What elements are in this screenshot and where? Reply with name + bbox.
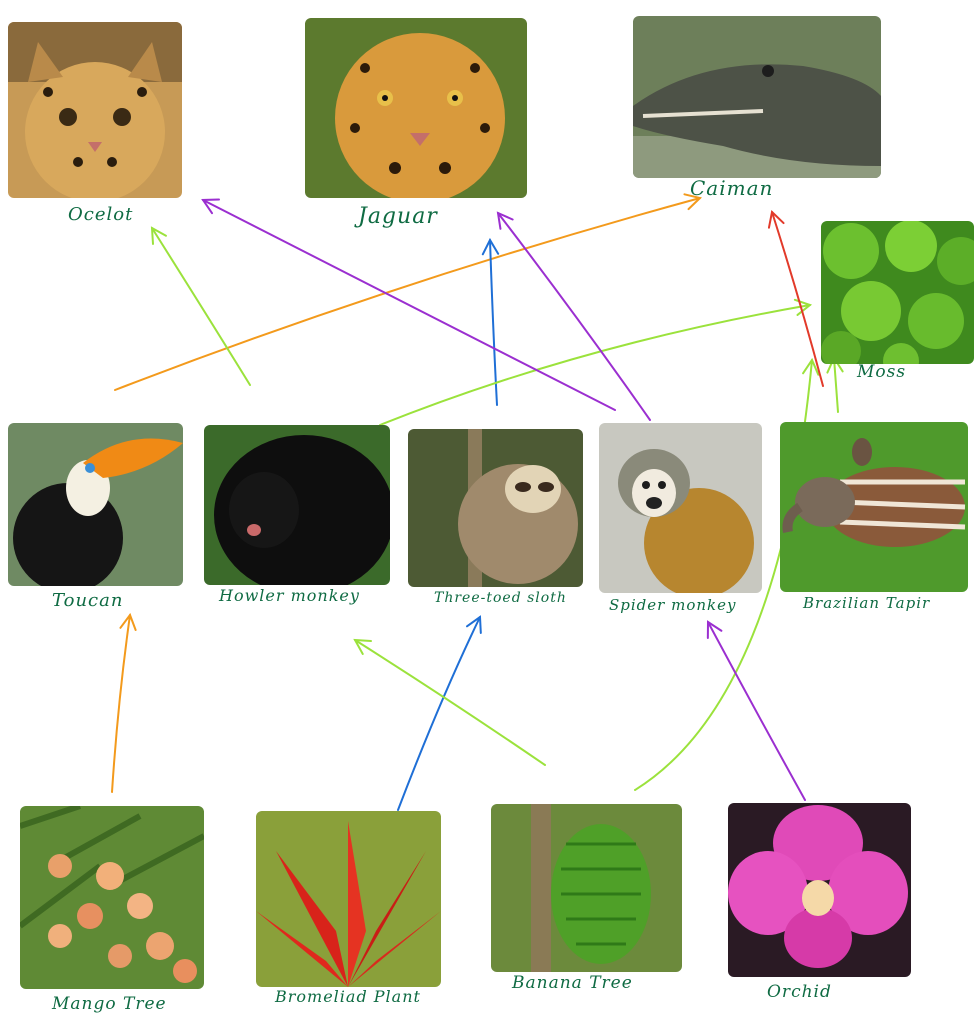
spider-monkey-label: Spider monkey <box>609 596 737 614</box>
arrowhead-howler-to-ocelot <box>150 226 167 245</box>
howler-monkey-photo <box>204 425 390 585</box>
ocelot-photo <box>8 22 182 198</box>
arrow-toucan-to-caiman <box>114 197 701 391</box>
bromeliad-photo <box>256 811 441 987</box>
arrowhead-moss-to-caiman <box>767 210 785 229</box>
arrow-moss-to-caiman <box>771 211 824 387</box>
jaguar-label: Jaguar <box>358 204 438 229</box>
mango-tree-photo <box>20 806 204 989</box>
spider-monkey-photo <box>599 423 762 593</box>
banana-tree-label: Banana Tree <box>512 973 633 993</box>
sloth-photo <box>408 429 583 587</box>
arrow-spider-to-ocelot <box>202 199 616 411</box>
arrowhead-spider-to-jaguar <box>496 211 514 230</box>
arrow-howler-to-ocelot <box>151 227 251 386</box>
orchid-photo <box>728 803 911 977</box>
mango-tree-label: Mango Tree <box>52 994 167 1014</box>
caiman-photo <box>633 16 881 178</box>
caiman-label: Caiman <box>690 176 774 200</box>
ocelot-label: Ocelot <box>68 204 134 225</box>
arrowhead-toucan-to-caiman <box>683 193 703 211</box>
jaguar-photo <box>305 18 527 198</box>
toucan-photo <box>8 423 183 586</box>
arrow-orchid-to-spider <box>707 621 806 801</box>
orchid-label: Orchid <box>767 982 832 1002</box>
arrowhead-orchid-to-spider <box>706 620 723 639</box>
arrow-spider-to-jaguar <box>497 212 651 421</box>
arrow-howler-to-moss <box>379 304 811 426</box>
arrow-tapir-to-moss <box>833 357 839 413</box>
banana-tree-photo <box>491 804 682 972</box>
arrowhead-sloth-to-jaguar <box>481 237 500 256</box>
moss-photo <box>821 221 974 364</box>
arrowhead-bromeliad-to-sloth <box>465 615 482 634</box>
toucan-label: Toucan <box>52 590 124 611</box>
tapir-label: Brazilian Tapir <box>803 594 931 612</box>
moss-label: Moss <box>857 362 907 382</box>
arrowhead-banana-to-howler <box>353 638 372 655</box>
arrow-banana-to-howler <box>354 639 546 766</box>
arrowhead-mango-to-toucan <box>119 612 137 631</box>
arrow-sloth-to-jaguar <box>489 239 498 406</box>
arrowhead-spider-to-ocelot <box>201 198 220 215</box>
tapir-photo <box>780 422 968 592</box>
arrowhead-banana-to-moss <box>802 357 820 376</box>
howler-monkey-label: Howler monkey <box>219 586 360 605</box>
bromeliad-label: Bromeliad Plant <box>275 987 421 1006</box>
arrow-bromeliad-to-sloth <box>397 616 481 811</box>
sloth-label: Three-toed sloth <box>434 590 567 606</box>
arrow-mango-to-toucan <box>111 614 131 793</box>
